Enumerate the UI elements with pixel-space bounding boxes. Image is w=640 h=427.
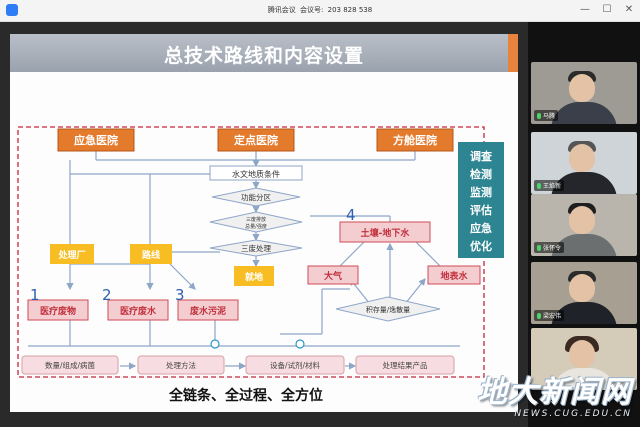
emission-label-1: 三废排放 <box>246 216 266 223</box>
slide-title: 总技术路线和内容设置 <box>163 45 364 67</box>
meeting-id-label: 会议号: <box>300 6 324 14</box>
box-medical-wastewater: 医疗废水 <box>120 305 157 317</box>
microphone-icon <box>537 113 541 119</box>
number-2: 2 <box>102 286 112 304</box>
box-air: 大气 <box>324 270 342 282</box>
side-panel-item: 调查 <box>470 149 492 163</box>
participant-name-tag: 马腾 <box>534 110 559 121</box>
side-panel-item: 优化 <box>470 239 492 253</box>
microphone-icon <box>537 313 541 319</box>
meeting-title: 腾讯会议 会议号: 203 828 538 <box>0 5 640 15</box>
presentation-slide: 总技术路线和内容设置 <box>10 34 518 412</box>
diamond-zoning <box>211 187 301 207</box>
participant-body <box>551 172 617 194</box>
diamond-zoning-label: 功能分区 <box>241 192 271 202</box>
participant-name: 王焰新 <box>543 183 562 190</box>
participant-name: 梁宏伟 <box>543 313 562 320</box>
participant-body <box>551 102 617 124</box>
box-emergency-hospital: 应急医院 <box>74 133 118 147</box>
box-treatment-plant: 处理厂 <box>57 249 85 261</box>
diamond-treatment-label: 三废处理 <box>241 243 271 253</box>
participant-body <box>551 368 617 390</box>
number-4: 4 <box>346 206 356 224</box>
diamond-treatment <box>209 239 303 257</box>
box-result: 处理结果产品 <box>383 360 428 370</box>
number-1: 1 <box>30 286 40 304</box>
junction-dot <box>295 339 305 349</box>
side-panel-item: 评估 <box>470 203 492 217</box>
side-panel <box>458 142 504 258</box>
box-wastewater-sludge: 废水污泥 <box>190 305 226 317</box>
maximize-button[interactable]: ☐ <box>602 4 612 15</box>
participant-name: 张怀令 <box>543 245 562 252</box>
participant-name: 马腾 <box>543 113 556 120</box>
box-cabin-hospital: 方舱医院 <box>393 133 437 147</box>
shared-screen: 总技术路线和内容设置 <box>0 22 528 427</box>
watermark-subtitle: NEWS.CUG.EDU.CN <box>514 409 632 419</box>
diamond-emission <box>209 211 303 233</box>
minimize-button[interactable]: — <box>580 4 590 15</box>
box-method: 处理方法 <box>166 360 196 370</box>
participant-tile[interactable]: 王焰新 <box>531 132 637 194</box>
participant-tile[interactable]: 马腾 <box>531 62 637 124</box>
box-hydrogeology: 水文地质条件 <box>232 169 280 179</box>
tencent-meeting-icon <box>6 4 18 16</box>
participant-head <box>569 144 595 172</box>
slide-title-bar: 总技术路线和内容设置 <box>10 34 518 72</box>
diamond-accumulation-label: 积存量/逸散量 <box>366 305 410 314</box>
participant-head <box>569 340 595 368</box>
microphone-icon <box>537 245 541 251</box>
diamond-accumulation <box>335 296 441 322</box>
number-3: 3 <box>175 286 185 304</box>
meeting-id: 203 828 538 <box>327 6 373 14</box>
box-soil-groundwater: 土壤-地下水 <box>361 227 411 239</box>
participant-tile[interactable]: 张怀令 <box>531 194 637 256</box>
box-equipment: 设备/试剂/材料 <box>270 360 321 370</box>
app-name: 腾讯会议 <box>267 6 296 14</box>
box-medical-waste: 医疗废物 <box>40 305 76 317</box>
participant-tile[interactable]: 梁宏伟 <box>531 262 637 324</box>
watermark-title: 地大新闻网 <box>477 375 632 410</box>
emission-label-2: 总量/强度 <box>245 223 267 230</box>
flowchart: 应急医院 定点医院 方舱医院 水文地质条件 功能分区 三废排放 总量/强度 三废… <box>17 126 504 404</box>
side-panel-item: 应急 <box>470 221 492 235</box>
close-button[interactable]: ✕ <box>624 4 634 15</box>
participant-head <box>569 206 595 234</box>
participant-head <box>569 74 595 102</box>
junction-dot <box>210 339 220 349</box>
box-quantity: 数量/组成/病菌 <box>45 360 96 370</box>
box-onsite: 就地 <box>245 271 263 283</box>
participant-name-tag: 王焰新 <box>534 180 565 191</box>
window-titlebar: 腾讯会议 会议号: 203 828 538 — ☐ ✕ <box>0 0 640 22</box>
participant-name-tag: 梁宏伟 <box>534 310 565 321</box>
slide-footer-slogan: 全链条、全过程、全方位 <box>168 387 323 404</box>
participant-body <box>551 302 617 324</box>
news-watermark-logo: 地大新闻网 NEWS.CUG.EDU.CN <box>477 367 632 419</box>
participant-head <box>569 274 595 302</box>
box-surface-water: 地表水 <box>440 270 468 282</box>
box-designated-hospital: 定点医院 <box>234 133 278 147</box>
slide-title-accent <box>508 34 518 72</box>
dashed-boundary <box>17 126 485 378</box>
side-panel-item: 检测 <box>470 167 492 181</box>
participant-panel: 马腾 王焰新 张怀令 梁宏伟 <box>528 22 640 427</box>
microphone-icon <box>537 183 541 189</box>
participant-name-tag: 张怀令 <box>534 242 565 253</box>
participant-body <box>551 234 617 256</box>
box-route: 路线 <box>142 249 160 261</box>
hospital-boxes <box>57 128 454 152</box>
participant-tile[interactable] <box>531 328 637 390</box>
side-panel-item: 监测 <box>470 185 492 199</box>
